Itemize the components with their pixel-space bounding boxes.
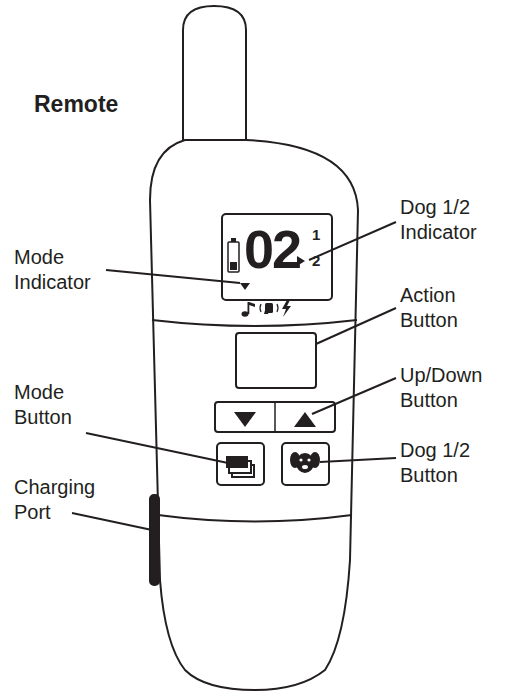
antenna xyxy=(183,6,246,150)
action-button xyxy=(236,333,316,388)
up-down-button xyxy=(215,402,335,432)
dog-number: 1 xyxy=(312,227,320,242)
mode-icons xyxy=(242,300,292,317)
dog-number: 2 xyxy=(312,253,320,268)
down-arrow xyxy=(234,412,256,427)
callout-label: Up/Down Button xyxy=(400,363,505,413)
battery-icon xyxy=(228,242,239,272)
remote-body xyxy=(150,140,358,690)
dog-button xyxy=(282,443,329,485)
mode-pointer xyxy=(240,283,250,290)
lcd-digits: 02 xyxy=(244,222,300,276)
callout-label: Mode Indicator xyxy=(14,245,109,295)
callout-label: Mode Button xyxy=(14,380,109,430)
callout-label: Dog 1/2 Button xyxy=(400,438,505,488)
lcd-screen xyxy=(222,214,332,300)
callout-label: Charging Port xyxy=(14,475,119,525)
body-seam xyxy=(158,515,352,522)
mode-button xyxy=(217,443,264,485)
body-seam xyxy=(152,320,357,326)
callout-label: Dog 1/2 Indicator xyxy=(400,195,505,245)
title: Remote xyxy=(34,90,118,119)
callout-label: Action Button xyxy=(400,283,505,333)
dog-icon xyxy=(290,452,320,473)
mode-icon xyxy=(226,456,254,477)
charging-port xyxy=(150,495,159,585)
leader-lines xyxy=(72,222,396,530)
